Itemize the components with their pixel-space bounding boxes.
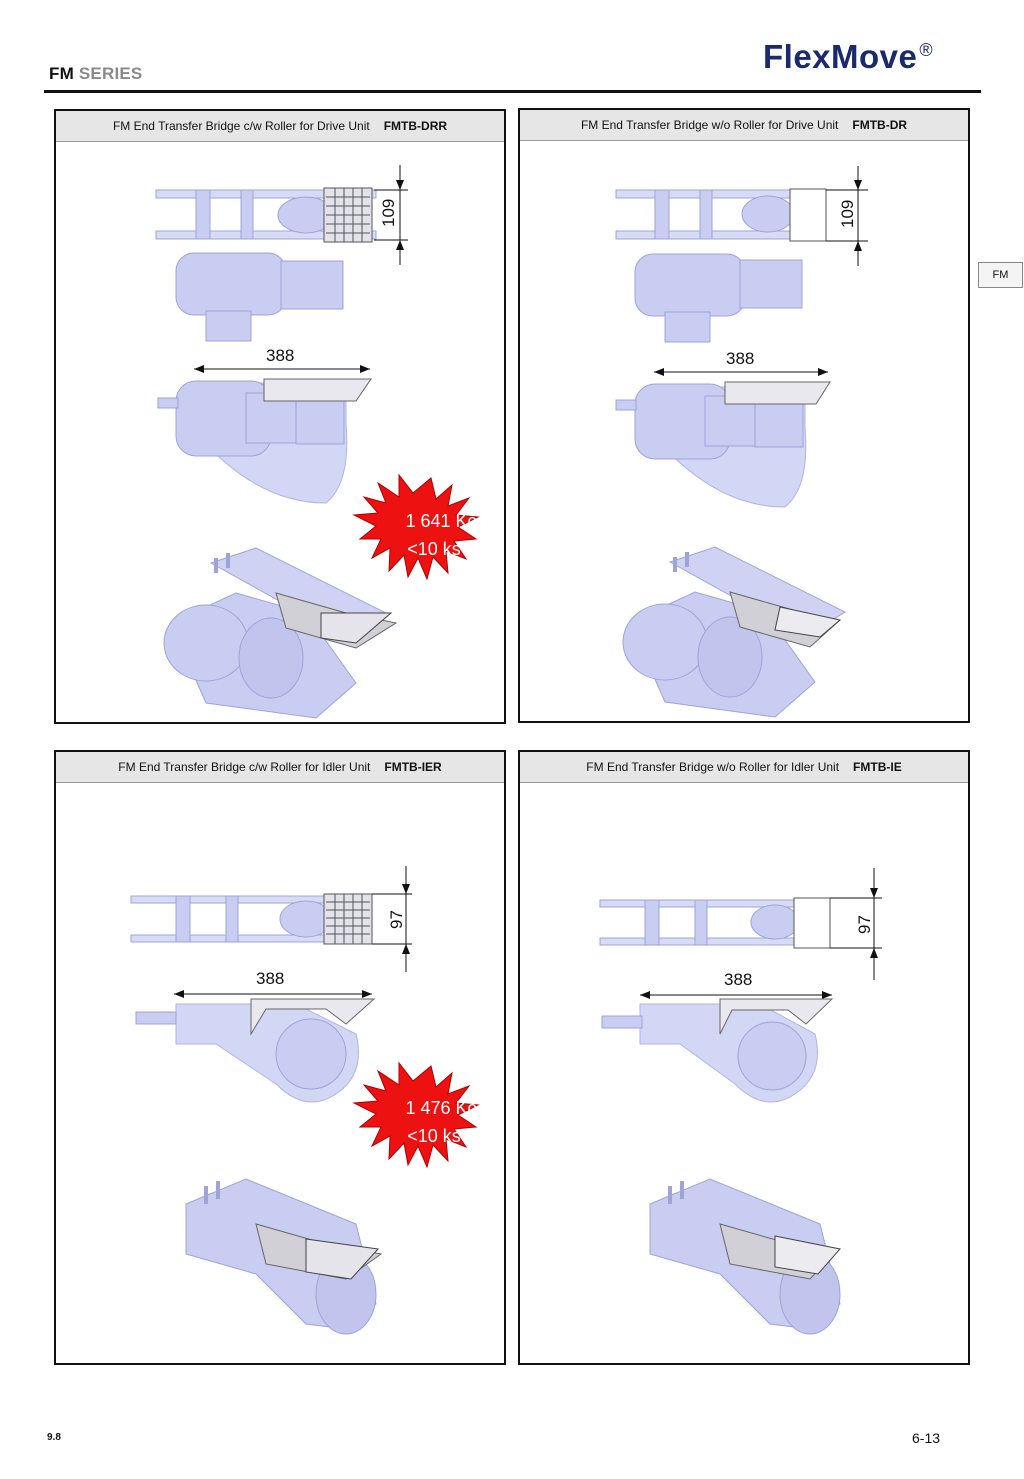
dim-length: 388 — [256, 969, 284, 988]
page-number: 6-13 — [912, 1430, 941, 1446]
drawing-drive-with-roller: 109 388 1 641 Kč — [155, 165, 480, 719]
dim-height: 97 — [387, 910, 406, 929]
top-view-drawing: 97 — [130, 866, 412, 972]
stock-label: <10 ks — [407, 539, 461, 559]
isometric-view-drawing — [622, 546, 847, 718]
dim-length: 388 — [724, 970, 752, 989]
panel-code: FMTB-IER — [384, 760, 442, 774]
top-view-drawing: 109 — [155, 165, 408, 342]
panel-fmtb-drr: FM End Transfer Bridge c/w Roller for Dr… — [54, 109, 506, 724]
stock-label: <10 ks — [407, 1126, 461, 1146]
dim-length: 388 — [726, 349, 754, 368]
drawing-idler-without-roller: 97 388 — [599, 868, 882, 1335]
panel-fmtb-ier: FM End Transfer Bridge c/w Roller for Id… — [54, 750, 506, 1365]
brand-logo: FlexMove® — [763, 38, 933, 76]
panel-code: FMTB-DRR — [383, 119, 448, 133]
drawing-idler-with-roller: 97 388 1 476 Kč <10 ks — [130, 866, 480, 1335]
price-label: 1 476 Kč — [405, 1098, 476, 1118]
panel-fmtb-dr: FM End Transfer Bridge w/o Roller for Dr… — [518, 108, 970, 723]
series-prefix: FM — [49, 64, 74, 83]
dim-height: 97 — [855, 915, 874, 934]
dim-height: 109 — [379, 199, 398, 227]
roller-grid — [326, 894, 370, 944]
drawing-drive-without-roller: 109 388 — [615, 166, 868, 718]
top-view-drawing: 109 — [615, 166, 868, 343]
panel-title: FM End Transfer Bridge w/o Roller for Id… — [586, 760, 840, 774]
panel-header: FM End Transfer Bridge c/w Roller for Id… — [56, 752, 504, 783]
panel-header: FM End Transfer Bridge c/w Roller for Dr… — [56, 111, 504, 142]
top-view-drawing: 97 — [599, 868, 882, 980]
panel-fmtb-ie: FM End Transfer Bridge w/o Roller for Id… — [518, 750, 970, 1365]
dim-length: 388 — [266, 346, 294, 365]
panel-title: FM End Transfer Bridge w/o Roller for Dr… — [580, 118, 839, 132]
side-view-drawing: 388 — [615, 349, 831, 508]
panel-header: FM End Transfer Bridge w/o Roller for Id… — [520, 752, 968, 783]
isometric-view-drawing — [163, 547, 398, 719]
registered-mark: ® — [919, 40, 934, 60]
side-tab-fm[interactable]: FM — [978, 262, 1023, 288]
side-view-drawing: 388 — [601, 970, 834, 1103]
header-rule — [44, 90, 981, 93]
isometric-view-drawing — [185, 1178, 383, 1335]
side-view-drawing: 388 — [157, 346, 372, 504]
roller-grid — [326, 188, 370, 242]
price-starburst: 1 476 Kč <10 ks — [352, 1061, 480, 1169]
brand-name: FlexMove — [763, 38, 918, 75]
series-word: SERIES — [78, 64, 143, 83]
footer-version: 9.8 — [47, 1432, 61, 1443]
series-title: FM SERIES — [49, 64, 142, 84]
price-label: 1 641 Kč — [405, 511, 476, 531]
panel-header: FM End Transfer Bridge w/o Roller for Dr… — [520, 110, 968, 141]
panel-title: FM End Transfer Bridge c/w Roller for Dr… — [112, 119, 370, 133]
panel-code: FMTB-DR — [852, 118, 908, 132]
isometric-view-drawing — [649, 1178, 841, 1335]
panel-code: FMTB-IE — [853, 760, 902, 774]
price-starburst: 1 641 Kč <10 ks — [352, 473, 480, 581]
dim-height: 109 — [838, 200, 857, 228]
panel-title: FM End Transfer Bridge c/w Roller for Id… — [118, 760, 371, 774]
side-view-drawing: 388 — [135, 969, 376, 1103]
